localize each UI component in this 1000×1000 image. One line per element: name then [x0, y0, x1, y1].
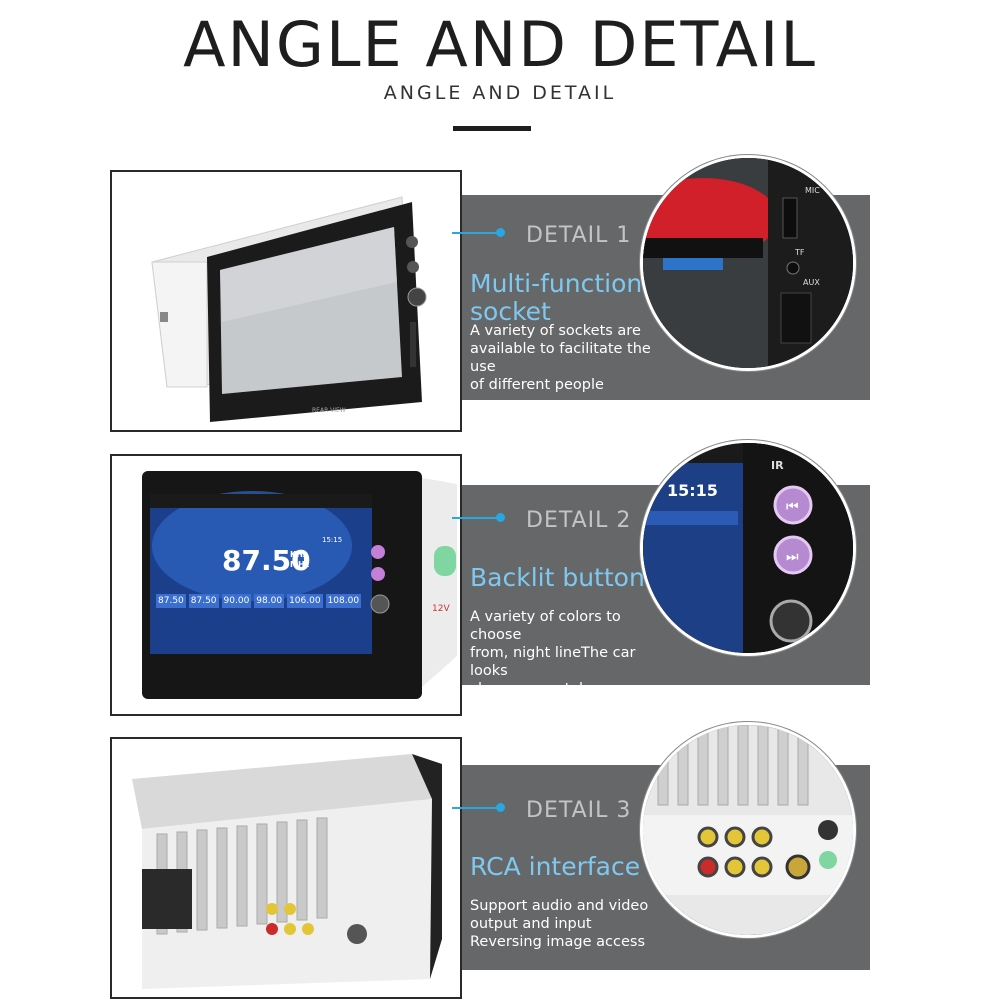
svg-text:⏭: ⏭ — [786, 549, 799, 565]
detail-3-marker — [496, 803, 505, 812]
mic-label: MIC — [805, 186, 820, 195]
detail-3-zoom — [640, 722, 856, 938]
frequency-unit-khz: KHz — [290, 550, 308, 559]
detail-1-leader-line — [452, 232, 500, 234]
detail-2-label: DETAIL 2 — [526, 508, 632, 533]
page-subtitle: ANGLE AND DETAIL — [383, 82, 617, 104]
detail-2-heading: Backlit button — [470, 564, 645, 592]
detail-3-description-line: Reversing image access — [470, 934, 646, 950]
voltage-label: 12V — [432, 604, 450, 614]
detail-2-description-line: A variety of colors to choose — [470, 609, 621, 643]
svg-text:REAR VIEW: REAR VIEW — [312, 407, 346, 414]
detail-1-heading-line: Multi-function — [470, 269, 643, 298]
car-stereo-angled-image: REAR VIEW — [151, 196, 427, 422]
frequency-unit-mhz: MHz — [290, 560, 310, 569]
car-stereo-back-image — [132, 754, 442, 989]
detail-1-label: DETAIL 1 — [526, 223, 632, 248]
zoom-clock: 15:15 — [667, 481, 718, 500]
detail-3-heading-line: RCA interface — [470, 852, 641, 881]
detail-3-heading: RCA interface — [470, 853, 640, 881]
car-stereo-front-image — [142, 471, 457, 699]
detail-1-zoom: MIC TF AUX — [640, 155, 856, 371]
detail-1-description-line: of different people — [470, 377, 604, 393]
preset-button: 98.00 — [254, 594, 285, 608]
detail-3-photo — [110, 737, 462, 999]
detail-1-description-line: A variety of sockets are — [470, 323, 641, 339]
detail-2-photo: 87.50 KHz MHz 15:15 87.50 87.50 90.00 98… — [110, 454, 462, 716]
detail-2-leader-line — [452, 517, 500, 519]
detail-2-marker — [496, 513, 505, 522]
detail-1-description: A variety of sockets are available to fa… — [470, 322, 675, 394]
detail-2-description-line: from, night lineThe car looks — [470, 645, 636, 679]
screen-clock: 15:15 — [322, 536, 343, 544]
detail-2-description: A variety of colors to choose from, nigh… — [470, 608, 675, 698]
preset-button: 106.00 — [287, 594, 323, 608]
detail-1-heading: Multi-function socket — [470, 270, 642, 326]
aux-label: AUX — [803, 278, 820, 287]
preset-list: 87.50 87.50 90.00 98.00 106.00 108.00 — [156, 594, 362, 608]
detail-3-description-line: Support audio and video — [470, 898, 649, 914]
detail-1-marker — [496, 228, 505, 237]
detail-2-zoom: ⏮ ⏭ IR 15:15 — [640, 440, 856, 656]
preset-button: 87.50 — [156, 594, 186, 608]
detail-3-label: DETAIL 3 — [526, 798, 632, 823]
detail-3-description-line: output and input — [470, 916, 592, 932]
detail-1-photo: REAR VIEW — [110, 170, 462, 432]
detail-2-heading-line: Backlit button — [470, 563, 645, 592]
detail-1-heading-line: socket — [470, 297, 551, 326]
preset-button: 87.50 — [188, 594, 219, 608]
detail-3-leader-line — [452, 807, 500, 809]
frequency-display: 87.50 — [222, 544, 311, 577]
detail-3-description: Support audio and video output and input… — [470, 897, 675, 951]
preset-button: 108.00 — [325, 594, 362, 608]
preset-button: 90.00 — [221, 594, 252, 608]
tf-label: TF — [795, 248, 805, 257]
svg-text:⏮: ⏮ — [786, 499, 799, 515]
detail-1-description-line: available to facilitate the use — [470, 341, 651, 375]
ir-label: IR — [771, 459, 784, 472]
title-divider — [453, 126, 531, 131]
detail-2-description-line: clear, more style — [470, 681, 592, 697]
page-title: ANGLE AND DETAIL — [183, 8, 817, 81]
